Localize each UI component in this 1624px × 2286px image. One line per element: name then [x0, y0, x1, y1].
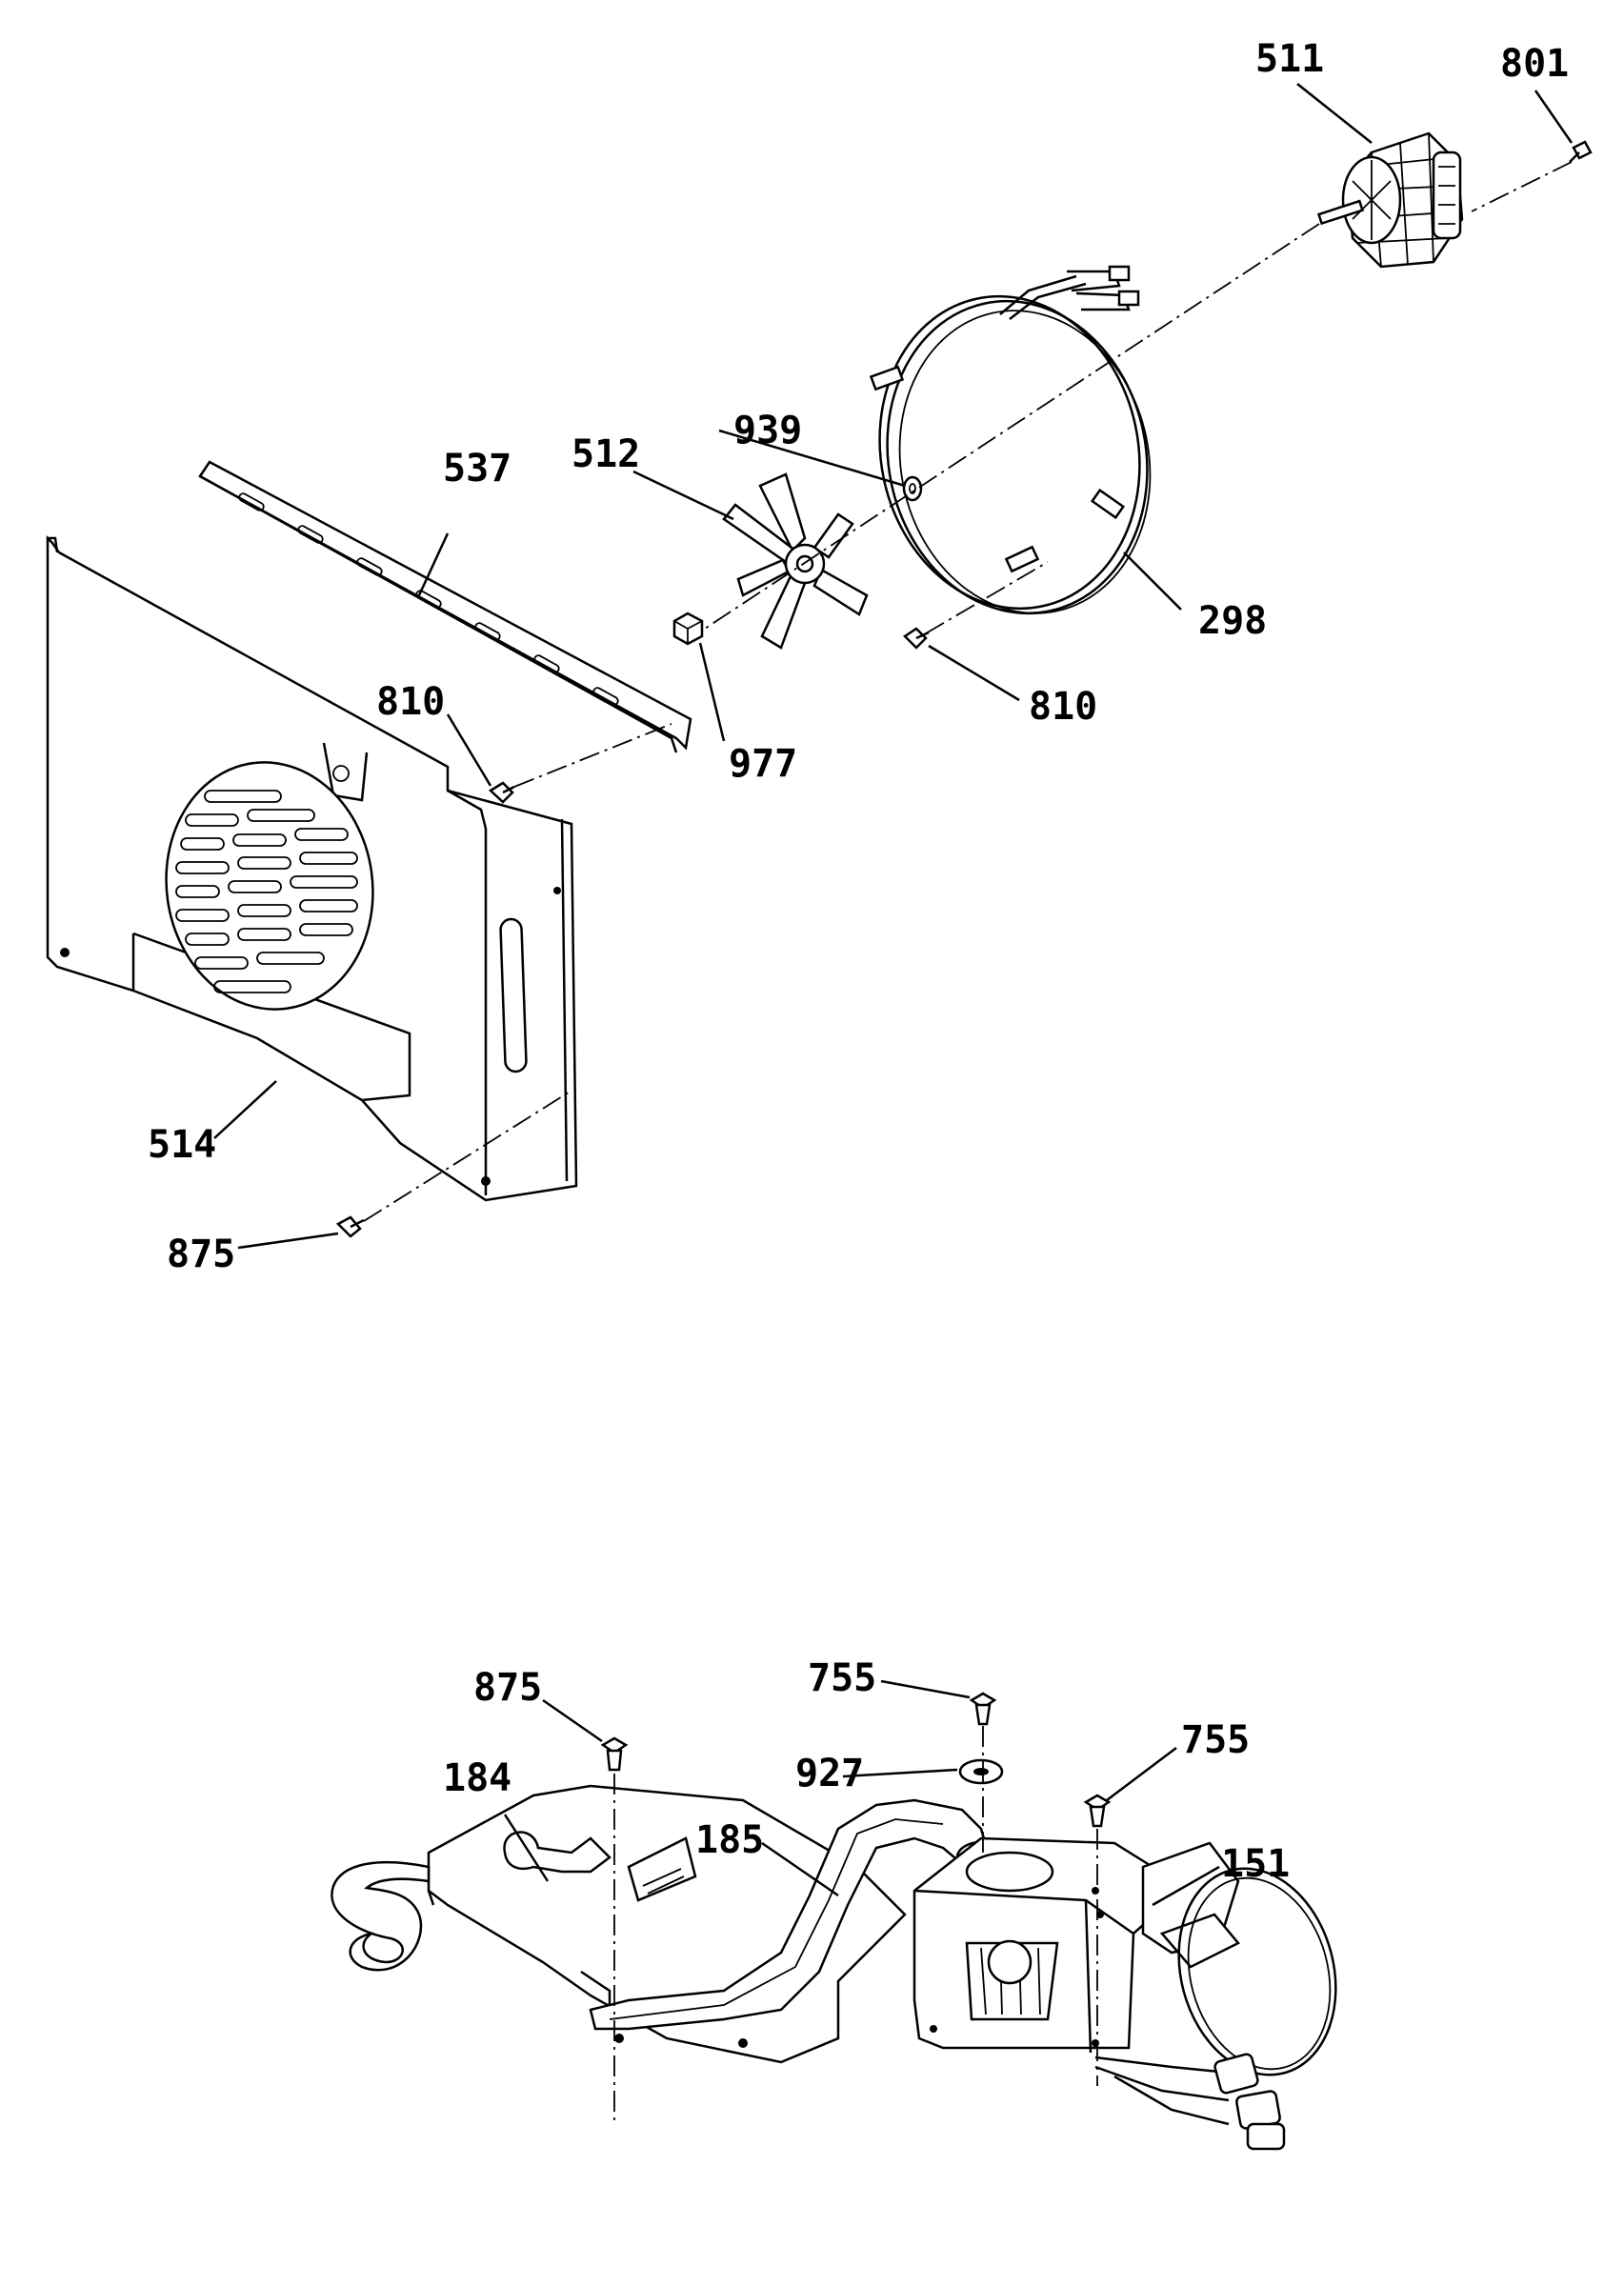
label-537: 537 — [443, 447, 511, 491]
label-939: 939 — [733, 409, 802, 452]
screw-755-right — [1083, 1794, 1112, 1828]
screw-875-baffle — [335, 1215, 365, 1238]
fan-blade — [722, 472, 869, 650]
label-977: 977 — [729, 742, 797, 786]
label-184: 184 — [443, 1756, 511, 1800]
ring-heating-element — [869, 265, 1152, 615]
screw-801 — [1569, 140, 1593, 163]
label-801: 801 — [1500, 42, 1569, 86]
grommet-927 — [958, 1758, 1004, 1785]
label-298: 298 — [1198, 599, 1267, 643]
label-810-element: 810 — [1029, 685, 1097, 729]
label-810-bracket: 810 — [376, 680, 445, 724]
mounting-bracket — [198, 460, 692, 753]
upper-leader-lines — [213, 83, 1574, 1250]
upper-assembly-centerlines — [363, 161, 1573, 1222]
label-927: 927 — [795, 1752, 864, 1795]
fan-motor — [1316, 131, 1464, 269]
label-875-baffle: 875 — [167, 1233, 235, 1276]
convection-baffle — [46, 534, 578, 1202]
label-514: 514 — [148, 1123, 216, 1167]
label-875-lower: 875 — [473, 1666, 542, 1710]
screw-810-bracket — [488, 781, 515, 804]
screw-755-top — [969, 1692, 997, 1726]
baffle-grille — [165, 761, 374, 1011]
label-185: 185 — [695, 1818, 764, 1862]
lock-motor — [912, 1836, 1337, 2151]
screw-875-lower — [600, 1736, 629, 1772]
label-755-top: 755 — [808, 1656, 876, 1700]
label-511: 511 — [1255, 37, 1324, 81]
lower-assembly-centerlines — [613, 1726, 1098, 2124]
lower-leader-lines — [503, 1679, 1220, 1907]
label-151: 151 — [1221, 1842, 1290, 1886]
label-755-right: 755 — [1181, 1718, 1250, 1762]
label-512: 512 — [571, 432, 640, 476]
screw-810-element — [903, 627, 930, 650]
fan-nut — [672, 612, 704, 646]
